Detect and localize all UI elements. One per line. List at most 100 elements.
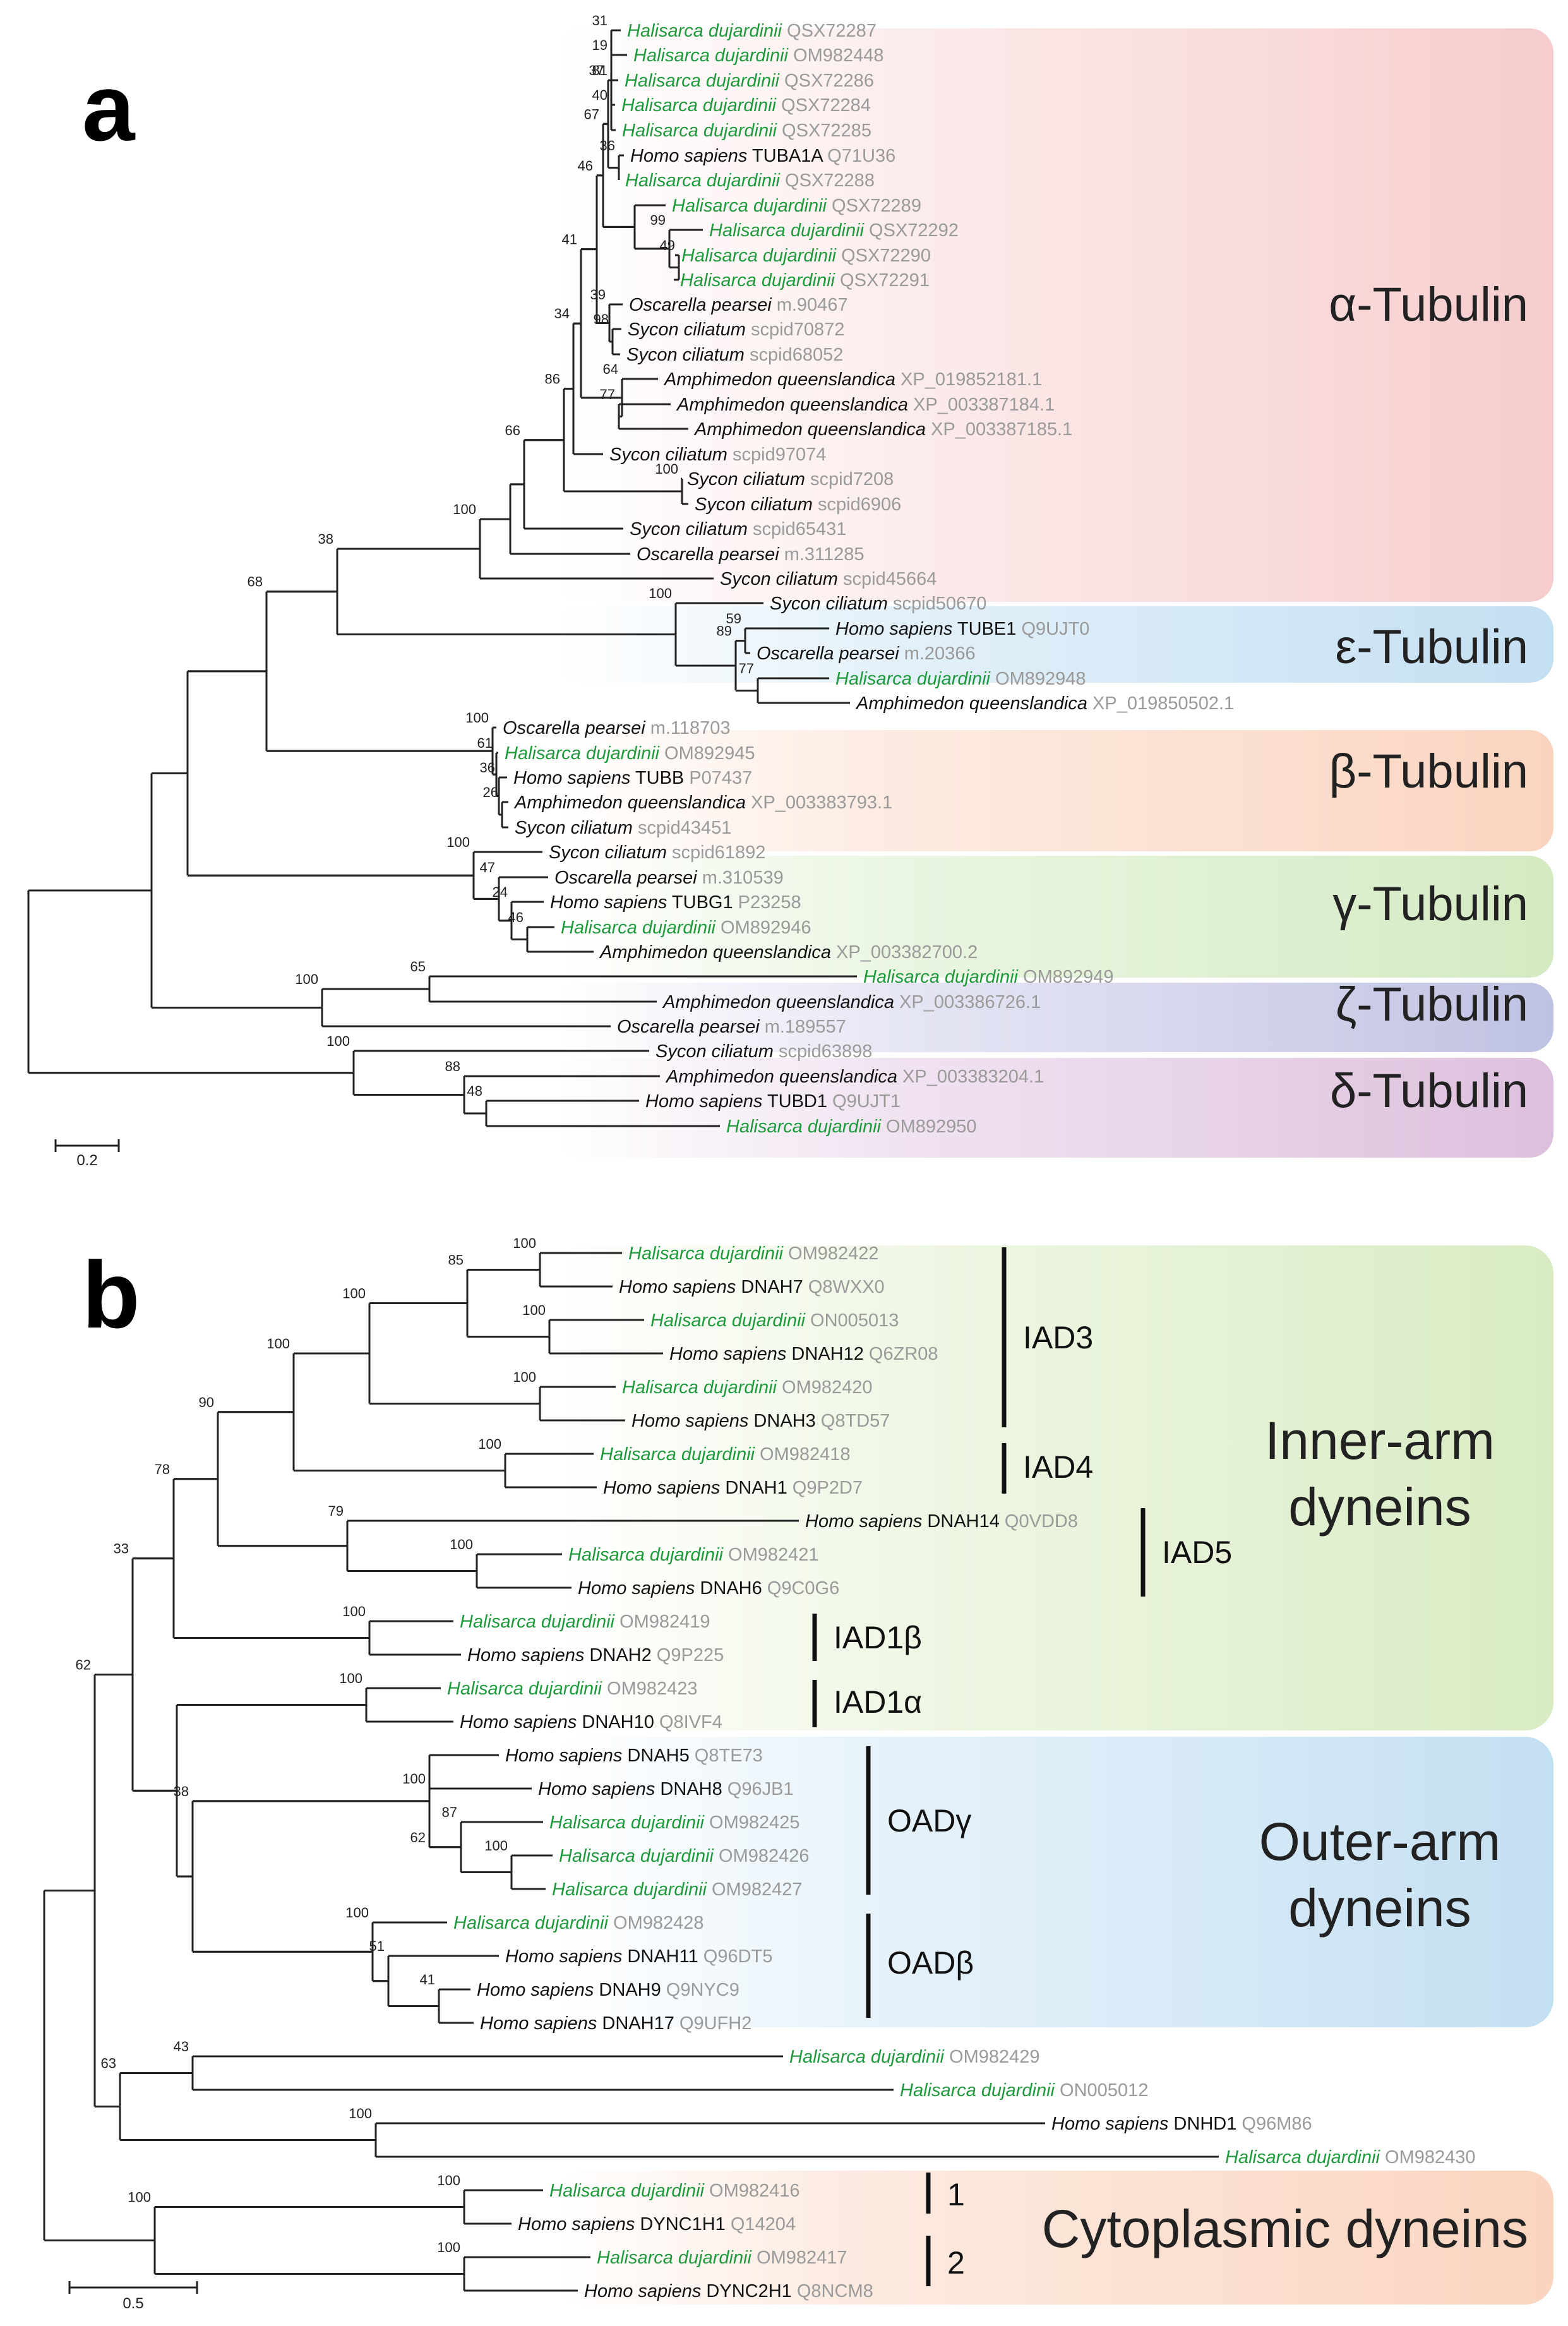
group-band [556,1058,1553,1158]
leaf-label: Halisarca dujardinii OM892946 [561,918,811,938]
accession-id: OM982426 [714,1846,810,1866]
species-name: Halisarca dujardinii [549,1813,705,1833]
species-name: Sycon ciliatum [720,569,838,589]
gene-name: DNAH12 [786,1344,864,1364]
accession-id: OM982422 [783,1244,879,1264]
leaf-label: Oscarella pearsei m.20366 [757,644,976,664]
bootstrap-value: 100 [465,710,489,726]
bootstrap-value: 86 [545,371,560,387]
leaf-label: Halisarca dujardinii QSX72288 [625,171,875,191]
accession-id: Q71U36 [822,146,895,166]
leaf-label: Halisarca dujardinii OM982419 [460,1612,710,1632]
accession-id: QSX72290 [836,246,931,266]
accession-id: OM892949 [1018,967,1114,987]
accession-id: m.311285 [779,544,865,565]
bootstrap-value: 47 [480,860,495,875]
species-name: Sycon ciliatum [549,842,667,863]
species-name: Sycon ciliatum [687,469,805,489]
accession-id: QSX72288 [780,171,875,191]
leaf-label: Sycon ciliatum scpid61892 [549,842,765,863]
gene-name: TUBG1 [667,892,733,913]
accession-id: Q14204 [726,2214,796,2234]
bootstrap-value: 100 [342,1604,366,1619]
accession-id: scpid50670 [888,594,986,614]
leaf-label: Homo sapiens TUBA1A Q71U36 [630,146,895,166]
leaf-label: Halisarca dujardinii OM892948 [835,669,1086,689]
species-name: Amphimedon queenslandica [665,1067,897,1087]
gene-name: DNAH8 [655,1779,722,1799]
accession-id: Q9NYC9 [661,1980,739,2000]
leaf-label: Homo sapiens DNAH6 Q9C0G6 [578,1578,839,1598]
bootstrap-value: 100 [437,2239,460,2255]
accession-id: QSX72284 [776,95,871,116]
bootstrap-value: 41 [562,232,577,248]
bootstrap-value: 51 [369,1938,385,1954]
leaf-label: Amphimedon queenslandica XP_003382700.2 [599,942,978,962]
accession-id: OM892945 [659,743,755,764]
bootstrap-value: 68 [248,574,263,590]
accession-id: Q96DT5 [698,1946,773,1967]
accession-id: scpid97074 [727,445,826,465]
accession-id: Q0VDD8 [1000,1511,1078,1532]
accession-id: QSX72292 [864,220,959,241]
scale-bar-label: 0.5 [123,2295,143,2312]
group-label: Inner-arm [1265,1411,1495,1470]
bootstrap-value: 100 [295,971,318,987]
species-name: Halisarca dujardinii [625,71,781,91]
accession-id: QSX72291 [835,270,930,291]
accession-id: scpid43451 [633,818,731,838]
bootstrap-value: 100 [345,1905,369,1921]
bootstrap-value: 100 [522,1302,546,1318]
bootstrap-value: 41 [420,1972,435,1987]
bootstrap-value: 100 [450,1537,473,1552]
bootstrap-value: 89 [717,623,732,639]
bootstrap-value: 43 [174,2039,189,2054]
species-name: Homo sapiens [480,2013,597,2034]
subgroup-label: IAD3 [1023,1320,1093,1355]
accession-id: QSX72285 [777,121,871,141]
species-name: Homo sapiens [518,2214,635,2234]
species-name: Halisarca dujardinii [447,1679,603,1699]
leaf-label: Halisarca dujardinii OM982426 [559,1846,810,1866]
accession-id: Q8WXX0 [803,1277,885,1297]
leaf-label: Oscarella pearsei m.311285 [637,544,865,565]
gene-name: DNAH2 [584,1645,651,1665]
leaf-label: Homo sapiens DNAH1 Q9P2D7 [603,1478,863,1498]
bootstrap-value: 100 [339,1670,362,1686]
species-name: Sycon ciliatum [515,818,633,838]
gene-name: DNAH7 [736,1277,803,1297]
bootstrap-value: 100 [446,834,470,850]
leaf-label: Halisarca dujardinii OM982430 [1225,2147,1476,2167]
leaf-label: Halisarca dujardinii OM982417 [597,2248,847,2268]
species-name: Halisarca dujardinii [549,2181,705,2201]
accession-id: XP_019852181.1 [895,369,1042,390]
leaf-label: Sycon ciliatum scpid65431 [630,519,846,539]
accession-id: m.189557 [760,1017,846,1037]
species-name: Halisarca dujardinii [1225,2147,1381,2167]
accession-id: OM982448 [788,45,884,66]
panel-label-b: b [82,1242,140,1348]
species-name: Amphimedon queenslandica [513,793,746,813]
species-name: Homo sapiens [467,1645,584,1665]
bootstrap-value: 100 [478,1436,501,1452]
leaf-label: Homo sapiens DNAH5 Q8TE73 [505,1746,763,1766]
leaf-label: Amphimedon queenslandica XP_003383793.1 [513,793,892,813]
accession-id: QSX72286 [779,71,874,91]
leaf-label: Amphimedon queenslandica XP_003383204.1 [665,1067,1044,1087]
bootstrap-value: 39 [590,287,606,303]
bootstrap-value: 59 [726,611,741,626]
bootstrap-value: 34 [554,306,570,321]
subgroup-label: IAD5 [1162,1535,1232,1570]
gene-name: DYNC1H1 [635,2214,725,2234]
accession-id: scpid68052 [745,345,843,365]
species-name: Amphimedon queenslandica [663,369,895,390]
bootstrap-value: 62 [410,1830,426,1845]
species-name: Homo sapiens [460,1712,577,1732]
species-name: Amphimedon queenslandica [676,395,908,415]
leaf-label: Homo sapiens DNHD1 Q96M86 [1051,2114,1312,2134]
leaf-label: Halisarca dujardinii OM982422 [628,1244,879,1264]
leaf-label: Homo sapiens TUBG1 P23258 [550,892,801,913]
gene-name: DNAH11 [622,1946,698,1967]
species-name: Amphimedon queenslandica [662,992,894,1012]
species-name: Homo sapiens [669,1344,786,1364]
